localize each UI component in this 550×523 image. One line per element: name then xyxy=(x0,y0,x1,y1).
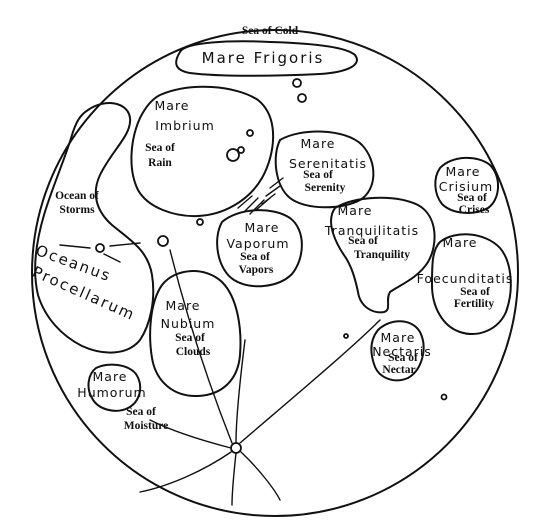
label-nubium-english-2: Clouds xyxy=(176,346,211,358)
oceanus-procellarum-outline xyxy=(34,102,155,354)
crater-5 xyxy=(246,129,254,137)
ray-lines-storms xyxy=(59,242,141,263)
label-crisium-english-2: Crises xyxy=(459,204,490,216)
label-storms-english-1: Ocean of xyxy=(55,190,99,202)
label-foecunditatis-english-2: Fertility xyxy=(454,298,494,310)
mare-tranquilitatis-outline xyxy=(330,196,436,314)
mare-imbrium-outline xyxy=(130,85,275,218)
label-serenitatis-latin-1: Mare xyxy=(301,136,336,151)
mare-foecunditatis-outline xyxy=(431,233,512,335)
label-serenitatis-english-1: Sea of xyxy=(303,169,333,181)
mare-vaporum-outline xyxy=(216,209,303,288)
mare-crisium-outline xyxy=(434,156,499,214)
label-crisium-english-1: Sea of xyxy=(457,192,487,204)
label-humorum-latin-2: Humorum xyxy=(77,385,146,400)
label-nectaris-latin-1: Mare xyxy=(381,330,416,345)
mare-nectaris-outline xyxy=(370,320,425,382)
label-imbrium-latin-1: Mare xyxy=(155,98,190,113)
label-nubium-english-1: Sea of xyxy=(175,332,205,344)
title-sea-of-cold: Sea of Cold xyxy=(242,25,299,37)
label-tranquilitatis-english-1: Sea of xyxy=(348,235,378,247)
crater-kepler xyxy=(95,243,105,253)
label-crisium-latin-1: Mare xyxy=(446,164,481,179)
crater-7 xyxy=(440,393,448,401)
label-nectaris-english-1: Sea of xyxy=(388,352,418,364)
label-vaporum-english-1: Sea of xyxy=(240,251,270,263)
label-storms-english-2: Storms xyxy=(59,204,95,216)
crater-8 xyxy=(343,333,349,339)
label-frigoris-latin: Mare Frigoris xyxy=(202,49,325,67)
label-imbrium-english-1: Sea of xyxy=(145,142,175,154)
label-serenitatis-english-2: Serenity xyxy=(305,182,346,194)
label-vaporum-english-2: Vapors xyxy=(239,264,274,276)
label-humorum-latin-1: Mare xyxy=(93,369,128,384)
crater-copernicus xyxy=(157,235,169,247)
label-tranquilitatis-latin-1: Mare xyxy=(338,203,373,218)
moon-disc-outline xyxy=(31,29,519,517)
crater-tycho xyxy=(230,442,242,454)
label-vaporum-latin-1: Mare xyxy=(245,220,280,235)
label-imbrium-latin-2: Imbrium xyxy=(155,118,215,133)
label-foecunditatis-latin-2: Foecunditatis xyxy=(417,271,514,286)
label-nubium-latin-1: Mare xyxy=(166,298,201,313)
crater-3 xyxy=(226,148,240,162)
crater-2 xyxy=(297,93,307,103)
label-nectaris-english-2: Nectar xyxy=(382,364,415,376)
label-tranquilitatis-latin-2: Tranquilitatis xyxy=(324,223,419,238)
label-imbrium-english-2: Rain xyxy=(148,157,172,169)
label-humorum-english-2: Moisture xyxy=(124,420,169,432)
crater-4 xyxy=(237,146,245,154)
mare-frigoris-outline xyxy=(175,40,358,77)
crater-6 xyxy=(196,218,204,226)
mare-nubium-outline xyxy=(149,270,242,398)
crater-1 xyxy=(292,78,302,88)
ray-hatching xyxy=(237,177,284,215)
label-nubium-latin-2: Nubium xyxy=(161,316,216,331)
label-serenitatis-latin-2: Serenitatis xyxy=(289,156,367,171)
tycho-rays xyxy=(139,249,381,506)
label-nectaris-latin-2: Nectaris xyxy=(372,344,432,359)
label-foecunditatis-english-1: Sea of xyxy=(460,286,490,298)
label-humorum-english-1: Sea of xyxy=(126,406,156,418)
label-foecunditatis-latin-1: Mare xyxy=(443,235,478,250)
mare-humorum-outline xyxy=(87,363,142,412)
label-crisium-latin-2: Crisium xyxy=(439,179,493,194)
label-tranquilitatis-english-2: Tranquility xyxy=(354,249,410,261)
label-vaporum-latin-2: Vaporum xyxy=(226,236,289,251)
